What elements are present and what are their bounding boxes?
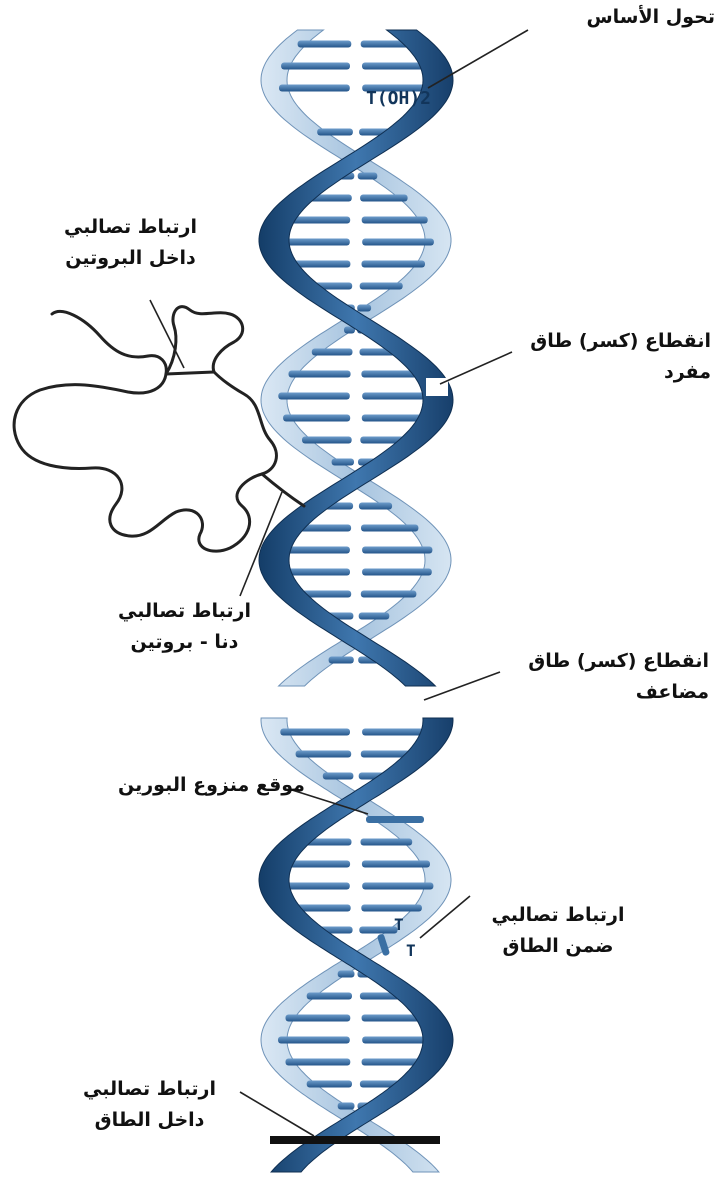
thymine-marker-2: T <box>406 941 416 960</box>
label-line: داخل البروتين <box>38 243 223 274</box>
label-dna-protein-crosslink: ارتباط تصالبي دنا - بروتين <box>92 596 277 658</box>
base-pair-rung <box>323 773 354 780</box>
base-pair-rung <box>280 729 350 736</box>
interstrand-crosslink-bar <box>270 1136 440 1144</box>
base-pair-rung <box>302 437 352 444</box>
intra-protein-crosslink-bond <box>166 372 214 374</box>
base-pair-rung <box>338 971 355 978</box>
base-pair-rung <box>360 283 403 290</box>
base-pair-rung <box>329 657 354 664</box>
label-interstrand-crosslink: ارتباط تصالبي داخل الطاق <box>62 1074 237 1136</box>
single-strand-break-gap <box>426 378 448 396</box>
base-pair-rung <box>357 305 371 312</box>
label-line: ارتباط تصالبي <box>38 212 223 243</box>
base-pair-rung <box>359 613 390 620</box>
apurinic-gap-rung <box>366 816 424 823</box>
base-pair-rung <box>362 217 428 224</box>
leader-interstrand <box>240 1092 314 1136</box>
protein-loop-top <box>166 307 243 374</box>
base-pair-rung <box>359 927 397 934</box>
base-pair-rung <box>283 415 350 422</box>
base-pair-rung <box>362 569 432 576</box>
dna-helix-upper <box>259 30 453 686</box>
label-line: مفرد <box>530 357 711 388</box>
base-pair-rung <box>362 239 434 246</box>
label-line: داخل الطاق <box>62 1105 237 1136</box>
label-base-modification-text: تحول الأساس <box>586 2 715 33</box>
label-apurinic-text: موقع منزوع البورين <box>118 770 305 801</box>
base-pair-rung <box>281 63 350 70</box>
base-pair-rung <box>332 459 354 466</box>
label-intrastrand-crosslink: ارتباط تصالبي ضمن الطاق <box>463 900 653 962</box>
base-pair-rung <box>317 129 353 136</box>
base-pair-rung <box>296 751 352 758</box>
dna-protein-crosslink-bond <box>262 474 304 506</box>
damage-markers: T(OH)2 T T <box>270 88 440 1144</box>
base-pair-rung <box>286 1015 351 1022</box>
leader-intra-protein <box>150 300 184 368</box>
leader-single-strand-break <box>440 352 512 384</box>
label-line: انقطاع (كسر) طاق <box>528 646 709 677</box>
protein-chain <box>14 307 304 552</box>
label-line: دنا - بروتين <box>92 627 277 658</box>
base-pair-rung <box>358 173 378 180</box>
base-pair-rung <box>286 1059 351 1066</box>
base-pair-rung <box>307 993 352 1000</box>
label-line: مضاعف <box>528 677 709 708</box>
base-pair-rung <box>279 85 350 92</box>
base-pair-rung <box>338 1103 355 1110</box>
label-intra-protein-crosslink: ارتباط تصالبي داخل البروتين <box>38 212 223 274</box>
label-line: ضمن الطاق <box>463 931 653 962</box>
base-pair-rung <box>362 261 426 268</box>
base-pair-rung <box>298 41 352 48</box>
label-line: ارتباط تصالبي <box>463 900 653 931</box>
base-pair-rung <box>289 371 351 378</box>
base-pair-rung <box>278 393 350 400</box>
label-single-strand-break: انقطاع (كسر) طاق مفرد <box>530 326 711 388</box>
base-pair-rung <box>278 1037 350 1044</box>
label-double-strand-break: انقطاع (كسر) طاق مضاعف <box>528 646 709 708</box>
base-pair-rung <box>359 503 392 510</box>
base-pair-rung <box>312 349 353 356</box>
base-pair-rung <box>361 525 418 532</box>
base-pair-rung <box>361 839 413 846</box>
label-apurinic-site: موقع منزوع البورين <box>118 770 305 801</box>
base-pair-rung <box>361 591 417 598</box>
base-pair-rung <box>362 861 430 868</box>
label-line: ارتباط تصالبي <box>62 1074 237 1105</box>
base-pair-rung <box>361 905 422 912</box>
protein-loop-left <box>14 311 276 551</box>
label-base-modification: تحول الأساس <box>586 2 715 33</box>
base-pair-rung <box>362 547 432 554</box>
base-modification-marker: T(OH)2 <box>366 88 431 109</box>
base-pair-rung <box>360 195 408 202</box>
thymine-marker-1: T <box>394 915 404 934</box>
label-line: ارتباط تصالبي <box>92 596 277 627</box>
label-line: انقطاع (كسر) طاق <box>530 326 711 357</box>
base-pair-rung <box>307 1081 352 1088</box>
base-pair-rung <box>362 883 433 890</box>
